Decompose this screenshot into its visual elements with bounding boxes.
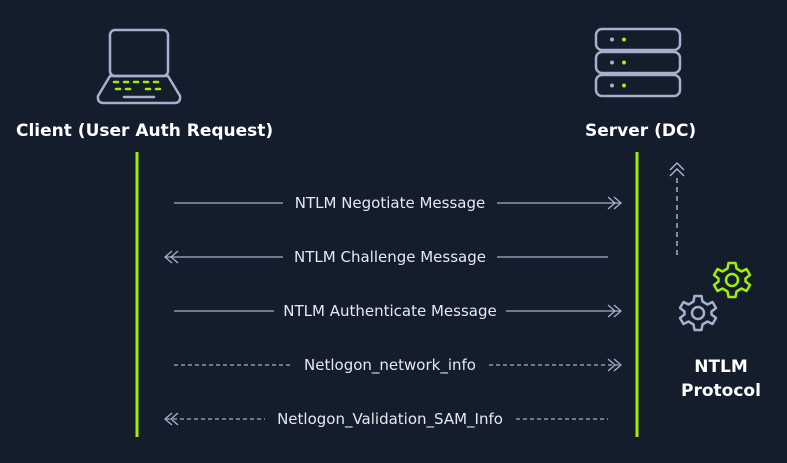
protocol-title: NTLM Protocol xyxy=(671,355,771,403)
server-icon xyxy=(594,27,682,98)
arrowhead-left-icon xyxy=(164,412,179,426)
message-label: NTLM Authenticate Message xyxy=(283,302,497,320)
message-label: NTLM Negotiate Message xyxy=(294,194,486,212)
message-label: Netlogon_network_info xyxy=(304,356,476,374)
server-label: Server (DC) xyxy=(585,121,697,141)
gears-icon xyxy=(678,261,752,332)
arrowhead-left-icon xyxy=(164,250,179,264)
protocol-up-arrow xyxy=(669,161,685,256)
arrowhead-right-icon xyxy=(607,196,622,210)
protocol-title-line2: Protocol xyxy=(681,381,761,401)
laptop-icon xyxy=(96,28,182,105)
arrowhead-right-icon xyxy=(607,358,622,372)
message-label: Netlogon_Validation_SAM_Info xyxy=(277,410,503,428)
message-label: NTLM Challenge Message xyxy=(294,248,486,266)
client-label: Client (User Auth Request) xyxy=(16,121,274,141)
arrowhead-right-icon xyxy=(607,304,622,318)
protocol-title-line1: NTLM xyxy=(694,357,748,377)
